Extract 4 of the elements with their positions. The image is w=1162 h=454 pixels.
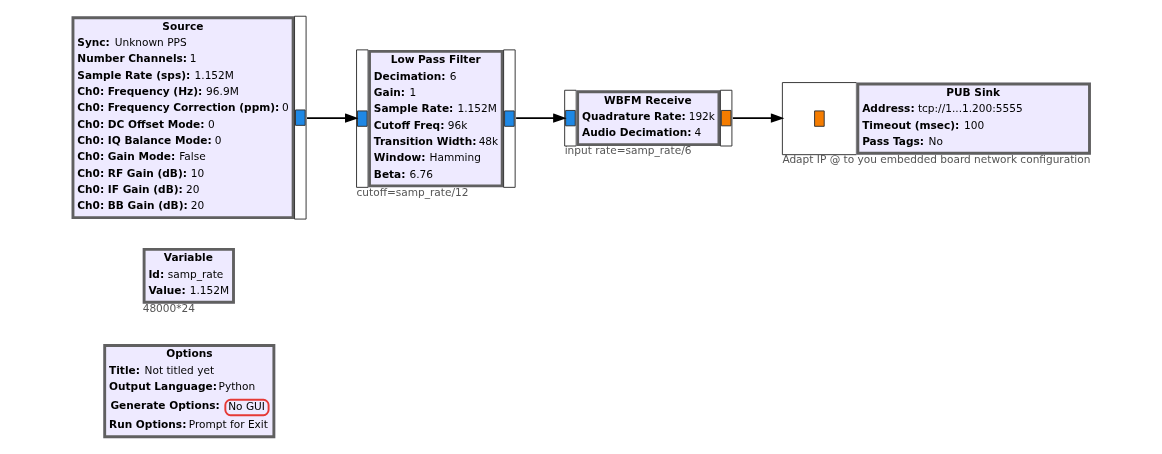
node-label: Adapt IP @ to you embedded board network configuration <box>782 153 1091 166</box>
node-label: cutoff=samp_rate/12 <box>356 185 469 198</box>
node-label: input rate=samp_rate/6 <box>564 144 692 157</box>
node-label: 48000*24 <box>142 302 195 315</box>
